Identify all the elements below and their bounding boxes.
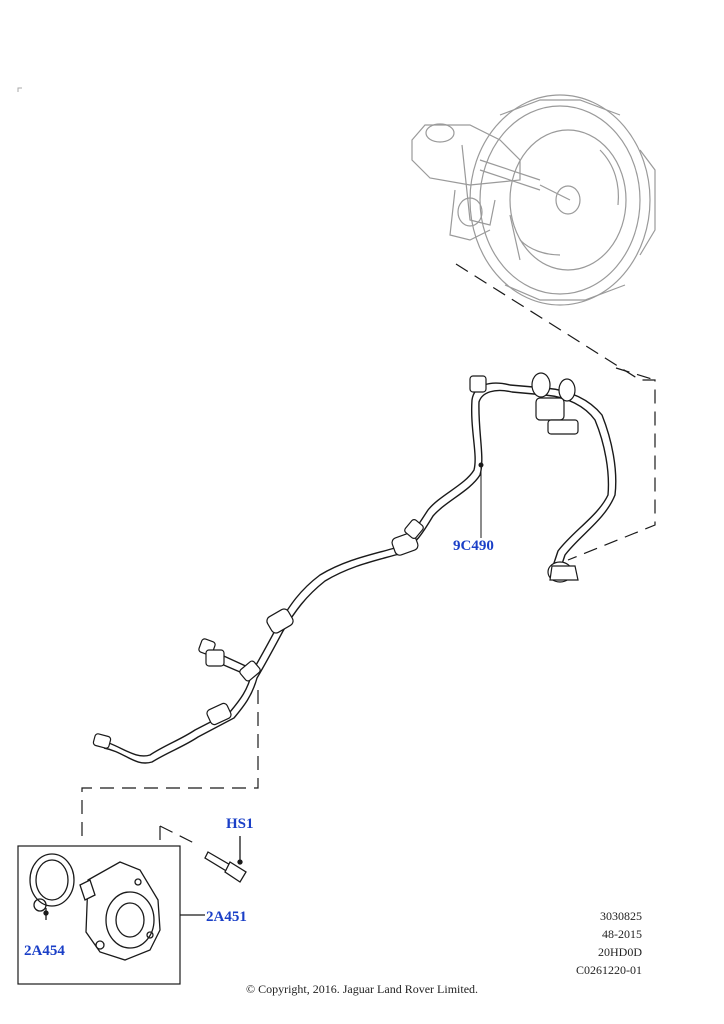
meta-line-2: 48-2015 bbox=[602, 927, 642, 941]
corner-mark bbox=[17, 87, 22, 92]
leader-9C490 bbox=[478, 462, 484, 538]
dashed-leaders bbox=[81, 263, 656, 846]
label-HS1[interactable]: HS1 bbox=[226, 816, 254, 832]
meta-line-3: 20HD0D bbox=[598, 945, 642, 959]
vacuum-pump-box bbox=[17, 845, 205, 985]
bolt-HS1[interactable] bbox=[204, 836, 247, 883]
meta-line-4: C0261220-01 bbox=[576, 963, 642, 977]
label-9C490[interactable]: 9C490 bbox=[453, 538, 494, 554]
pipe-fittings bbox=[92, 372, 579, 749]
gasket-2A454[interactable] bbox=[29, 853, 75, 920]
vacuum-pump-2A451[interactable] bbox=[79, 861, 161, 961]
meta-line-1: 3030825 bbox=[600, 909, 642, 923]
label-2A454[interactable]: 2A454 bbox=[24, 943, 65, 959]
brake-booster-illustration bbox=[411, 94, 656, 306]
vacuum-pipe-9C490[interactable] bbox=[99, 382, 617, 764]
copyright-notice: © Copyright, 2016. Jaguar Land Rover Lim… bbox=[245, 982, 479, 996]
label-2A451[interactable]: 2A451 bbox=[206, 909, 247, 925]
